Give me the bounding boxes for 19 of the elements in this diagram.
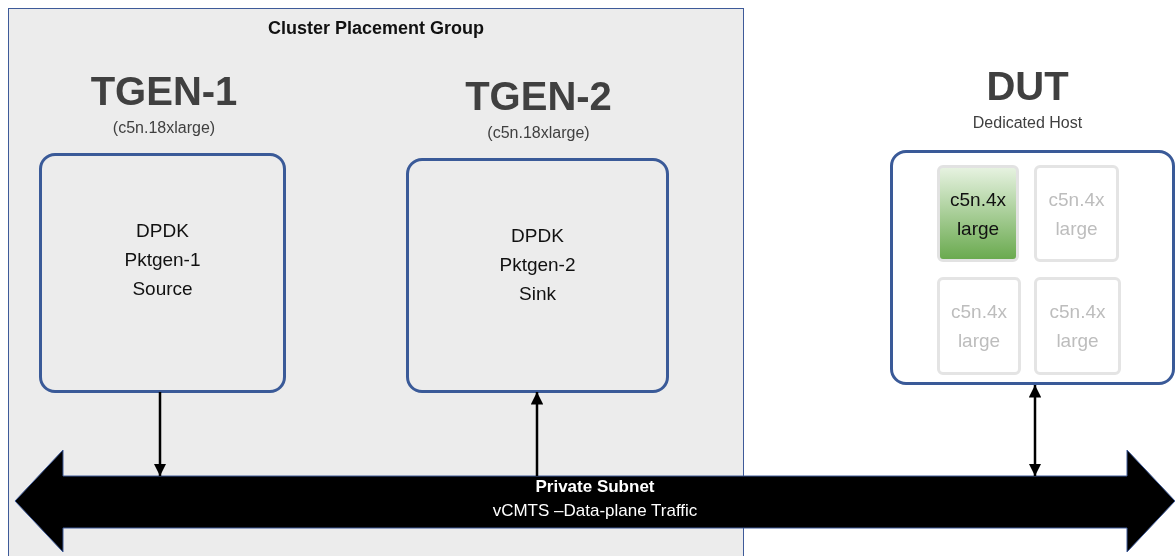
instance-box: c5n.4x large — [937, 165, 1019, 262]
host-subtitle: (c5n.18xlarge) — [111, 119, 217, 137]
instance-box: c5n.4x large — [937, 277, 1021, 375]
instance-box: c5n.4x large — [1034, 277, 1121, 375]
group-title: Cluster Placement Group — [266, 18, 486, 39]
host-description: DPDK Pktgen-2 Sink — [498, 224, 577, 306]
group-panel — [8, 8, 744, 556]
host-title: DUT — [985, 64, 1070, 109]
host-subtitle: Dedicated Host — [971, 114, 1084, 132]
band-title: Private Subnet — [534, 477, 656, 497]
host-subtitle: (c5n.18xlarge) — [486, 124, 591, 142]
host-title: TGEN-1 — [89, 69, 239, 114]
band-subtitle: vCMTS –Data-plane Traffic — [491, 501, 699, 521]
arrow — [530, 392, 544, 476]
arrow — [153, 392, 167, 476]
host-description: DPDK Pktgen-1 Source — [123, 219, 202, 301]
instance-box: c5n.4x large — [1034, 165, 1119, 262]
host-title: TGEN-2 — [464, 74, 613, 119]
arrow — [1028, 385, 1042, 476]
